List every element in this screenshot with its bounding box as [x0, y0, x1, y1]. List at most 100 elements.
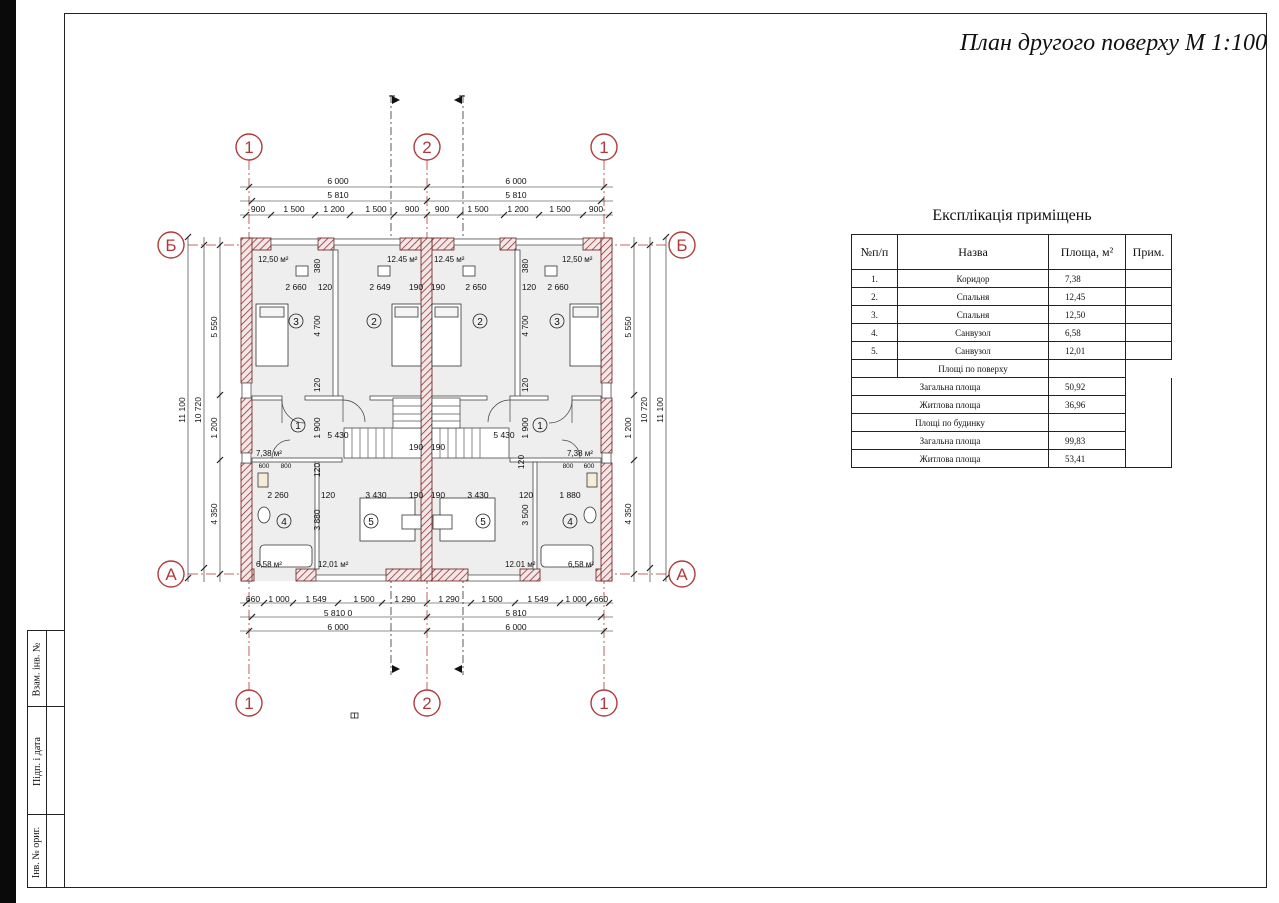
axis-label: 1 — [599, 138, 608, 157]
col-area-header: Площа, м² — [1048, 234, 1126, 270]
dim-label: 1 200 — [209, 417, 219, 439]
scan-edge — [0, 0, 16, 903]
dim-label: 5 550 — [623, 316, 633, 338]
dim-label: 120 — [522, 282, 536, 292]
room-number: 3 — [293, 317, 299, 328]
dim-label: 600 — [584, 463, 595, 470]
dim-label: 5 810 — [327, 190, 349, 200]
dim-label: 11 100 — [655, 397, 665, 423]
dim-label: 1 500 — [481, 594, 503, 604]
axis-label: 2 — [422, 138, 431, 157]
room-number: 4 — [281, 517, 287, 528]
interior-dimensions: 2 660 120 2 649 190 190 2 650 120 2 660 … — [259, 259, 595, 531]
dim-label: 2 650 — [465, 282, 487, 292]
dim-label: 1 000 — [268, 594, 290, 604]
dim-label: 1 500 — [467, 204, 489, 214]
dim-label: 5 810 — [505, 608, 527, 618]
dim-label: 1 500 — [549, 204, 571, 214]
axis-label: А — [676, 565, 688, 584]
door-swings — [271, 399, 581, 459]
dim-label: 380 — [312, 259, 322, 273]
dim-label: 6 000 — [505, 622, 527, 632]
table-row: Площі по будинку — [851, 413, 1172, 432]
dim-label: 900 — [251, 204, 265, 214]
dim-label: 190 — [431, 282, 445, 292]
dim-label: 6 000 — [505, 176, 527, 186]
axis-label: Б — [165, 236, 176, 255]
room-number: 3 — [554, 317, 560, 328]
dim-label: 1 900 — [312, 417, 322, 439]
stairs — [343, 397, 510, 459]
small-mark — [350, 712, 359, 719]
room-number: 2 — [371, 317, 377, 328]
dim-label: 4 700 — [520, 315, 530, 337]
dim-label: 900 — [405, 204, 419, 214]
dim-label: 1 500 — [365, 204, 387, 214]
dim-label: 10 720 — [193, 397, 203, 423]
bath-fixtures — [257, 472, 598, 568]
bottom-dimensions: 660 1 000 1 549 1 500 1 290 1 290 1 500 … — [246, 594, 608, 632]
dim-label: 1 880 — [559, 490, 581, 500]
axis-bubbles — [157, 133, 696, 717]
dim-label: 1 900 — [520, 417, 530, 439]
dim-label: 660 — [594, 594, 608, 604]
dim-label: 190 — [409, 282, 423, 292]
dim-label: 5 810 — [505, 190, 527, 200]
room-number: 1 — [537, 421, 543, 432]
beds — [255, 265, 602, 367]
dim-label: 600 — [259, 463, 270, 470]
dim-label: 5 550 — [209, 316, 219, 338]
dim-label: 6 000 — [327, 176, 349, 186]
dim-label: 2 649 — [369, 282, 391, 292]
dim-label: 4 350 — [209, 503, 219, 525]
dim-label: 10 720 — [639, 397, 649, 423]
room-number: 1 — [295, 421, 301, 432]
dim-label: 1 290 — [394, 594, 416, 604]
room-area: 6,58 м² — [256, 560, 282, 569]
dim-label: 120 — [321, 490, 335, 500]
room-numbers: 3 2 2 3 1 1 4 5 5 4 — [281, 317, 573, 528]
dim-label: 190 — [431, 490, 445, 500]
dim-label: 800 — [281, 463, 292, 470]
sheet-title: План другого поверху М 1:100 — [959, 30, 1267, 56]
room-area: 6,58 м² — [568, 560, 594, 569]
top-dimensions: 6 000 6 000 5 810 5 810 900 1 500 1 200 … — [251, 176, 603, 214]
drawing-frame — [64, 13, 1267, 888]
dim-label: 190 — [409, 442, 423, 452]
dim-label: 120 — [520, 378, 530, 392]
dim-label: 3 880 — [312, 509, 322, 531]
axis-label: А — [165, 565, 177, 584]
dim-label: 1 200 — [507, 204, 529, 214]
dim-label: 1 549 — [305, 594, 327, 604]
room-area: 12.45 м² — [434, 255, 465, 264]
dim-label: 6 000 — [327, 622, 349, 632]
dim-label: 900 — [589, 204, 603, 214]
axis-label: Б — [676, 236, 687, 255]
dim-label: 1 200 — [323, 204, 345, 214]
dim-label: 120 — [318, 282, 332, 292]
axis-labels: 1 2 1 1 2 1 Б Б А А — [165, 138, 688, 713]
explication-title: Експлікація приміщень — [932, 207, 1092, 224]
room-areas: 12,50 м² 12.45 м² 12.45 м² 12,50 м² 7,38… — [256, 255, 594, 569]
axis-label: 1 — [599, 694, 608, 713]
dim-label: 5 810 0 — [324, 608, 353, 618]
dim-label: 3 430 — [365, 490, 387, 500]
dimension-ticks — [184, 183, 670, 635]
dim-label: 5 430 — [493, 430, 515, 440]
axis-label: 1 — [244, 694, 253, 713]
dim-label: 120 — [312, 378, 322, 392]
dim-label: 380 — [520, 259, 530, 273]
room-number: 5 — [480, 517, 486, 528]
room-number-circles — [276, 313, 578, 529]
room-area: 12.45 м² — [387, 255, 418, 264]
walls — [240, 237, 613, 582]
dim-label: 190 — [409, 490, 423, 500]
